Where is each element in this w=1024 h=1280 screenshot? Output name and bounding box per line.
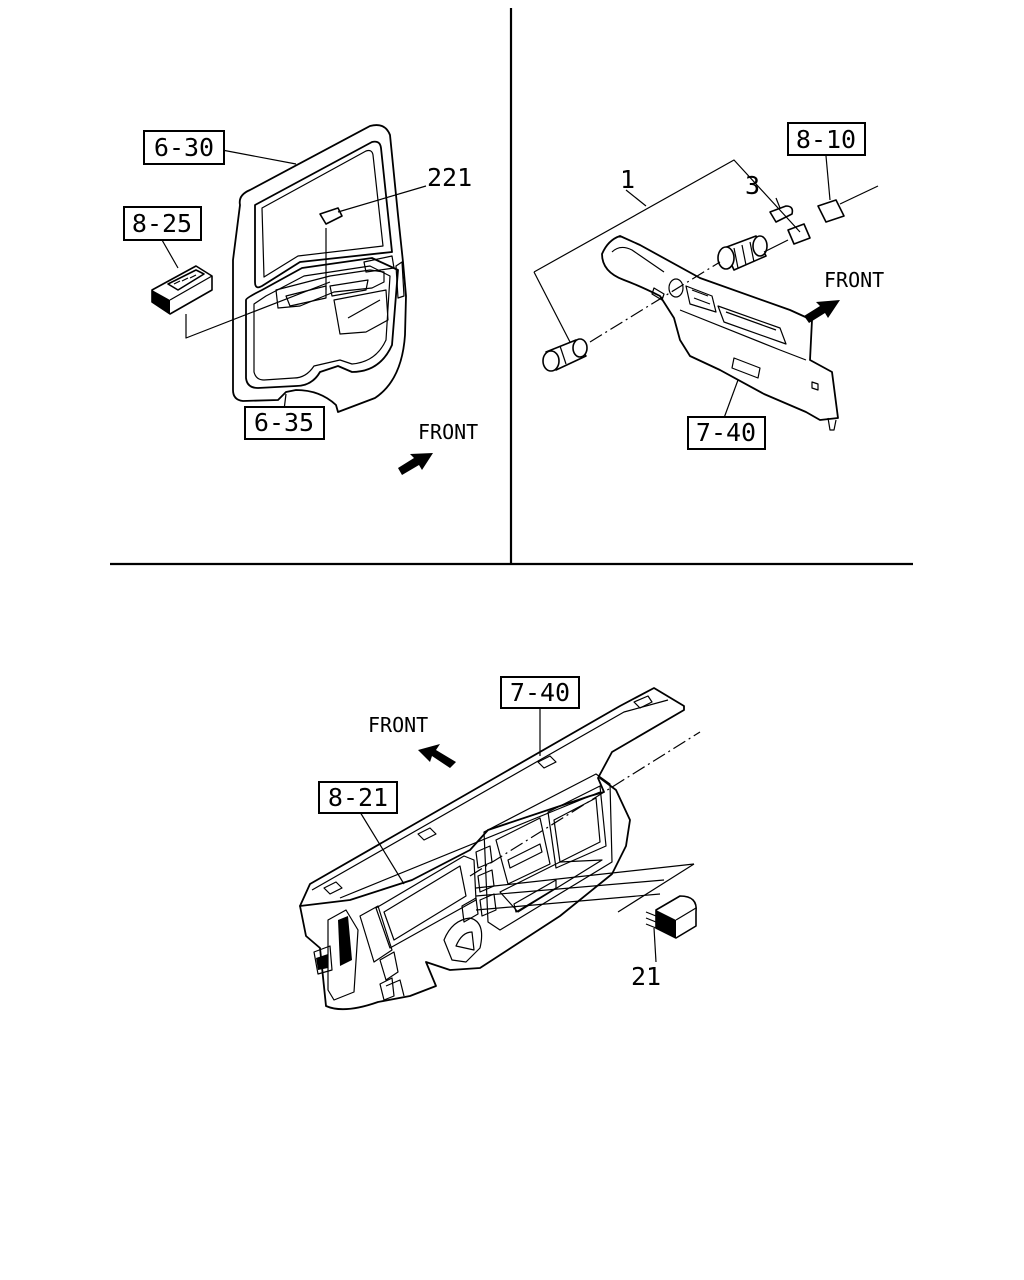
ref-8-25: 8-25 — [132, 209, 192, 238]
front-label-door: FRONT — [418, 420, 478, 444]
front-label-dashboard: FRONT — [368, 713, 428, 737]
dashboard-illustration — [299, 687, 701, 1011]
ref-8-10: 8-10 — [796, 125, 856, 154]
lighter-panel: 1 3 8-10 7-40 FRONT — [533, 122, 884, 450]
lighter-knob-part — [542, 338, 588, 372]
callout-221: 221 — [427, 163, 472, 192]
ref-6-30: 6-30 — [154, 133, 214, 162]
front-arrow-icon — [804, 300, 840, 323]
window-switch-part — [151, 265, 213, 315]
ref-8-21: 8-21 — [328, 783, 388, 812]
part-221-bulb — [319, 207, 343, 225]
callout-1: 1 — [620, 165, 635, 194]
door-panel: 6-30 8-25 6-35 221 FRONT — [123, 124, 478, 475]
lighter-socket-part — [717, 205, 811, 271]
ref-7-40-top: 7-40 — [696, 418, 756, 447]
trim-panel-illustration — [601, 235, 839, 431]
callout-21: 21 — [631, 962, 661, 991]
ref-6-35: 6-35 — [254, 408, 314, 437]
door-illustration — [232, 124, 407, 413]
front-arrow-icon — [418, 744, 456, 768]
front-arrow-icon — [398, 453, 433, 475]
switch-21-part — [645, 895, 697, 939]
front-label-lighter: FRONT — [824, 268, 884, 292]
dashboard-panel: 7-40 8-21 21 FRONT — [299, 676, 701, 1011]
ref-7-40-bottom: 7-40 — [510, 678, 570, 707]
connector-part — [817, 199, 845, 223]
callout-3: 3 — [745, 171, 760, 200]
